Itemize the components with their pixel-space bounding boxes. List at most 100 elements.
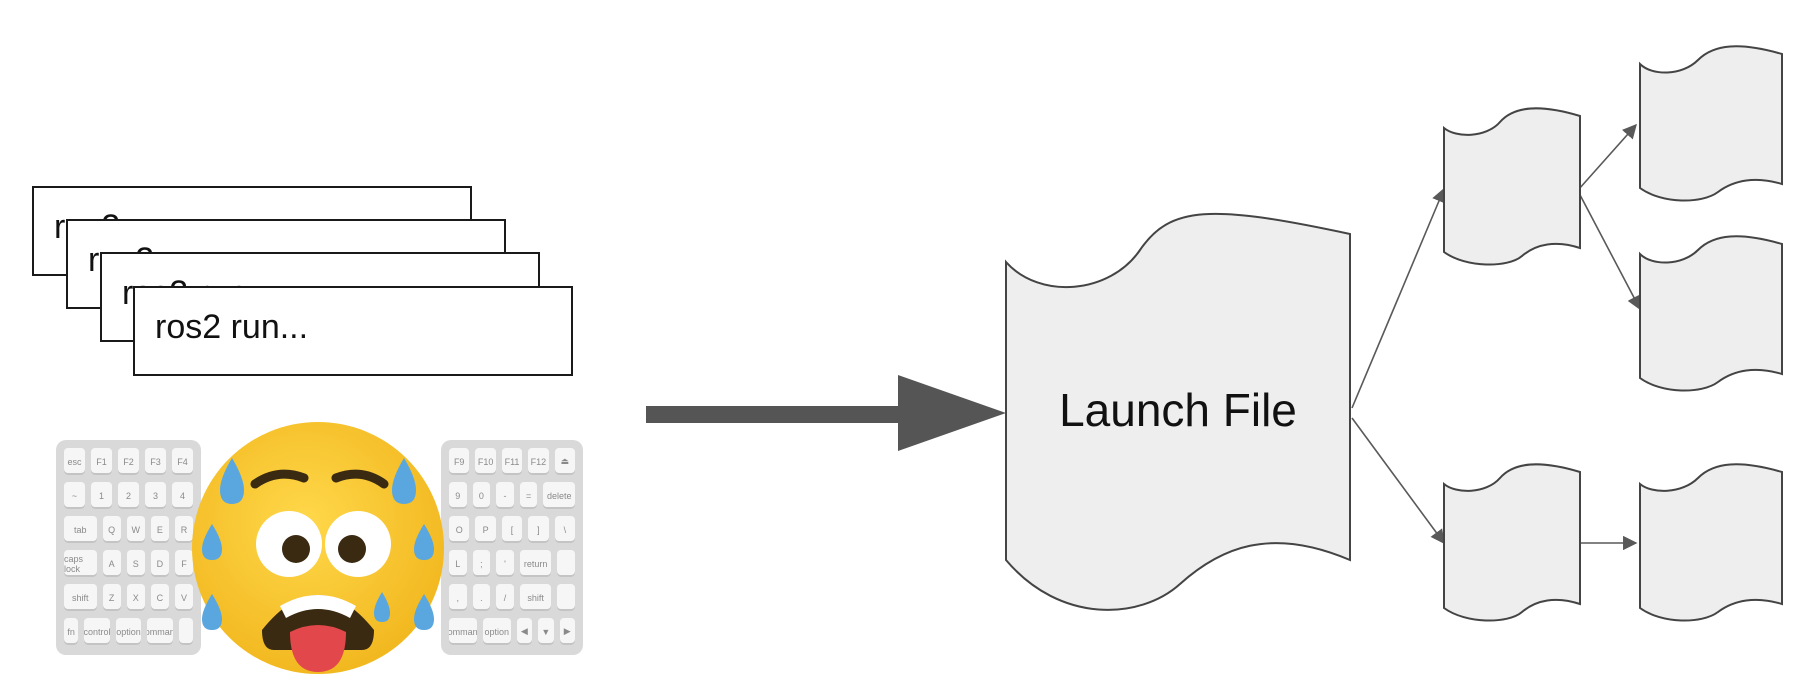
doc-node-b — [1639, 45, 1783, 202]
keyboard-key: delete — [543, 482, 576, 509]
keyboard-key: ~ — [64, 482, 85, 509]
keyboard-key: 0 — [472, 482, 491, 509]
keyboard-key — [178, 618, 194, 645]
emoji-sweat-drop — [414, 594, 434, 630]
keyboard-key: , — [449, 584, 467, 611]
emoji-right-eyebrow — [331, 469, 389, 489]
keyboard-key: F11 — [501, 448, 523, 475]
keyboard-key: return — [519, 550, 552, 577]
keyboard-key: R — [174, 516, 194, 543]
keyboard-key: ▶ — [559, 618, 575, 645]
keyboard-key: \ — [554, 516, 576, 543]
launch-file-shape — [1005, 212, 1351, 611]
emoji-sweat-drop — [202, 594, 222, 630]
keyboard-key: 1 — [91, 482, 112, 509]
keyboard-key: E — [150, 516, 169, 543]
keyboard-key: esc — [64, 448, 85, 475]
doc-node-c — [1639, 235, 1783, 392]
keyboard-key: V — [174, 584, 194, 611]
keyboard-key: F2 — [118, 448, 139, 475]
doc-node-d — [1443, 463, 1581, 622]
doc-node-e — [1639, 463, 1783, 622]
keyboard-key: [ — [501, 516, 523, 543]
keyboard-row: ,./shift — [449, 584, 576, 611]
doc-node-a — [1443, 107, 1581, 266]
keyboard-key: X — [126, 584, 145, 611]
keyboard-key: F — [174, 550, 194, 577]
keyboard-key: W — [126, 516, 145, 543]
keyboard-key: 2 — [118, 482, 139, 509]
emoji-right-pupil — [338, 535, 366, 563]
keyboard-key: Z — [102, 584, 121, 611]
keyboard-key: F4 — [172, 448, 193, 475]
keyboard-key: control — [84, 618, 110, 645]
keyboard-key: ▼ — [538, 618, 554, 645]
keyboard-key: C — [150, 584, 169, 611]
keyboard-key: caps lock — [64, 550, 97, 577]
emoji-sweat-drop — [392, 458, 416, 504]
arrow-launch-to-node-a — [1351, 187, 1446, 409]
main-arrow-head — [898, 375, 1006, 451]
keyboard-key: shift — [519, 584, 552, 611]
emoji-tongue — [290, 625, 346, 672]
keyboard-key: F12 — [528, 448, 549, 475]
keyboard-key: S — [126, 550, 145, 577]
keyboard-key: ] — [528, 516, 549, 543]
keyboard-key: Q — [102, 516, 121, 543]
emoji-teeth — [280, 595, 356, 618]
sweating-emoji-icon — [192, 422, 444, 674]
keyboard-key: = — [519, 482, 538, 509]
keyboard-key: 9 — [449, 482, 467, 509]
keyboard-key: tab — [64, 516, 97, 543]
terminal-window-4: ros2 run... — [133, 286, 573, 376]
keyboard-key: shift — [64, 584, 97, 611]
keyboard-key: ⏏ — [554, 448, 576, 475]
emoji-left-eyebrow — [250, 469, 309, 489]
keyboard-key: fn — [64, 618, 79, 645]
keyboard-row: fncontroloptioncommand — [64, 618, 194, 645]
connector-arrows — [1351, 123, 1641, 551]
keyboard-key: command — [147, 618, 173, 645]
main-arrow — [646, 375, 1006, 451]
emoji-left-pupil — [282, 535, 310, 563]
keyboard-key: D — [150, 550, 169, 577]
keyboard-key: option — [115, 618, 142, 645]
keyboard-key: A — [102, 550, 121, 577]
keyboard-key: 4 — [172, 482, 193, 509]
arrow-node-a-to-node-b — [1578, 123, 1637, 190]
main-arrow-shaft — [646, 406, 904, 423]
arrow-node-a-to-node-c — [1578, 192, 1641, 311]
keyboard-key: command — [449, 618, 477, 645]
keyboard-key: F1 — [91, 448, 112, 475]
emoji-sweat-drop — [202, 524, 222, 560]
keyboard-key: L — [449, 550, 467, 577]
keyboard-row: L;'return — [449, 550, 576, 577]
keyboard-key: O — [449, 516, 470, 543]
emoji-sweat-drop — [220, 458, 244, 504]
keyboard-key — [557, 584, 576, 611]
launch-file-document: Launch File — [1005, 212, 1351, 611]
keyboard-key: ◀ — [516, 618, 533, 645]
terminal-command-4: ros2 run... — [155, 308, 309, 346]
keyboard-key — [557, 550, 576, 577]
keyboard-key: ; — [472, 550, 491, 577]
keyboard-key: . — [472, 584, 491, 611]
keyboard-key: P — [475, 516, 496, 543]
keyboard-key: option — [482, 618, 511, 645]
keyboard-key: F3 — [145, 448, 166, 475]
keyboard-key: / — [496, 584, 514, 611]
keyboard-key: F9 — [449, 448, 470, 475]
keyboard-row: commandoption◀▼▶ — [449, 618, 575, 645]
